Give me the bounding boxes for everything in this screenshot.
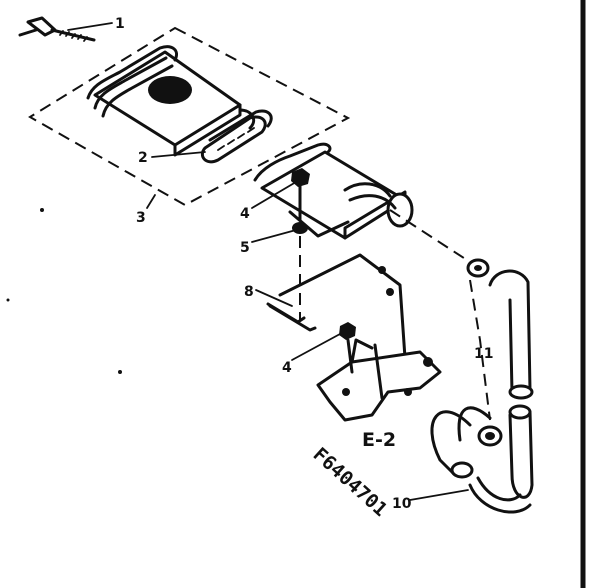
guide-line-tube (389, 209, 471, 263)
part-2-seal (200, 109, 273, 164)
assembly-box-dashed (28, 26, 351, 207)
callout-2: 2 (138, 150, 148, 166)
part-housing (253, 142, 414, 240)
bracket-arm (288, 210, 350, 238)
callout-11: 11 (474, 346, 493, 362)
callout-4-top: 4 (240, 206, 250, 222)
part-10-u-tube (430, 404, 534, 514)
callout-3: 3 (136, 210, 146, 226)
tube-upper (488, 269, 534, 400)
guide-line-tube-2 (469, 279, 491, 421)
part-11-clamp-bottom (477, 425, 503, 447)
part-1-pin (18, 16, 96, 42)
mounting-bracket (316, 338, 442, 422)
part-8-clip (266, 302, 306, 324)
leader-lines (67, 22, 469, 501)
part-3-cartridge (86, 45, 256, 157)
section-label: E-2 (362, 429, 396, 451)
callout-10: 10 (392, 496, 412, 512)
bracket-plate (268, 253, 407, 360)
drawing-code: F6404701 (309, 443, 392, 521)
part-4-nut-bottom (339, 322, 356, 374)
callout-5: 5 (240, 240, 250, 256)
speck (40, 208, 44, 212)
speck (118, 370, 122, 374)
part-11-clamp-top (466, 258, 490, 278)
callout-1: 1 (115, 16, 125, 32)
callout-4-bottom: 4 (282, 360, 292, 376)
callout-8: 8 (244, 284, 254, 300)
speck (6, 298, 10, 302)
